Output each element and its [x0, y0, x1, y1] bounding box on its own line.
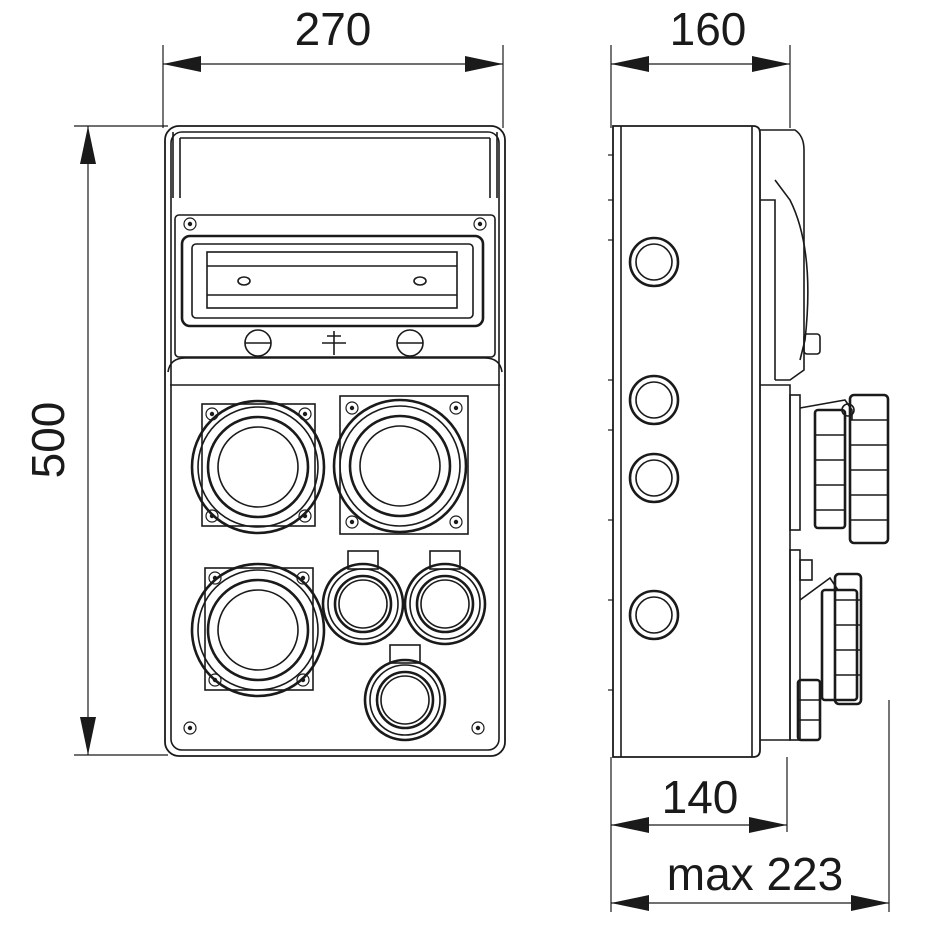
- socket-small-3: [363, 644, 447, 742]
- side-view: [608, 125, 890, 758]
- breaker-window: [180, 234, 485, 328]
- arrow-right-icon: [749, 817, 787, 833]
- dimension-front-width: 270: [162, 3, 504, 128]
- side-edge-ticks: [608, 154, 613, 691]
- front-view: [164, 125, 506, 757]
- dimension-height: 500: [22, 125, 168, 756]
- socket-large-3: [190, 562, 326, 698]
- cable-knockouts: [628, 236, 680, 641]
- plus-icon: [322, 331, 346, 355]
- side-socket-upper: [789, 393, 890, 545]
- arrow-left-icon: [611, 817, 649, 833]
- dimension-base-depth: 140: [610, 757, 788, 912]
- arrow-left-icon: [163, 56, 201, 72]
- base-depth-label: 140: [662, 771, 739, 823]
- max-depth-label: max 223: [667, 848, 843, 900]
- front-lid: [172, 132, 498, 358]
- side-lid: [760, 129, 821, 381]
- earth-terminal: [244, 329, 424, 357]
- front-width-label: 270: [295, 3, 372, 55]
- socket-small-1: [321, 550, 405, 646]
- arrow-left-icon: [611, 56, 649, 72]
- height-label: 500: [22, 402, 74, 479]
- arrow-up-icon: [80, 126, 96, 164]
- dimension-side-depth: 160: [610, 3, 791, 128]
- side-depth-label: 160: [670, 3, 747, 55]
- arrow-right-icon: [465, 56, 503, 72]
- arrow-down-icon: [80, 717, 96, 755]
- arrow-left-icon: [611, 895, 649, 911]
- socket-large-2: [332, 395, 469, 535]
- socket-large-1: [190, 399, 326, 535]
- socket-small-2: [403, 550, 487, 646]
- arrow-right-icon: [752, 56, 790, 72]
- arrow-right-icon: [851, 895, 889, 911]
- dimension-max-depth: max 223: [611, 700, 890, 912]
- side-socket-lower: [789, 549, 863, 742]
